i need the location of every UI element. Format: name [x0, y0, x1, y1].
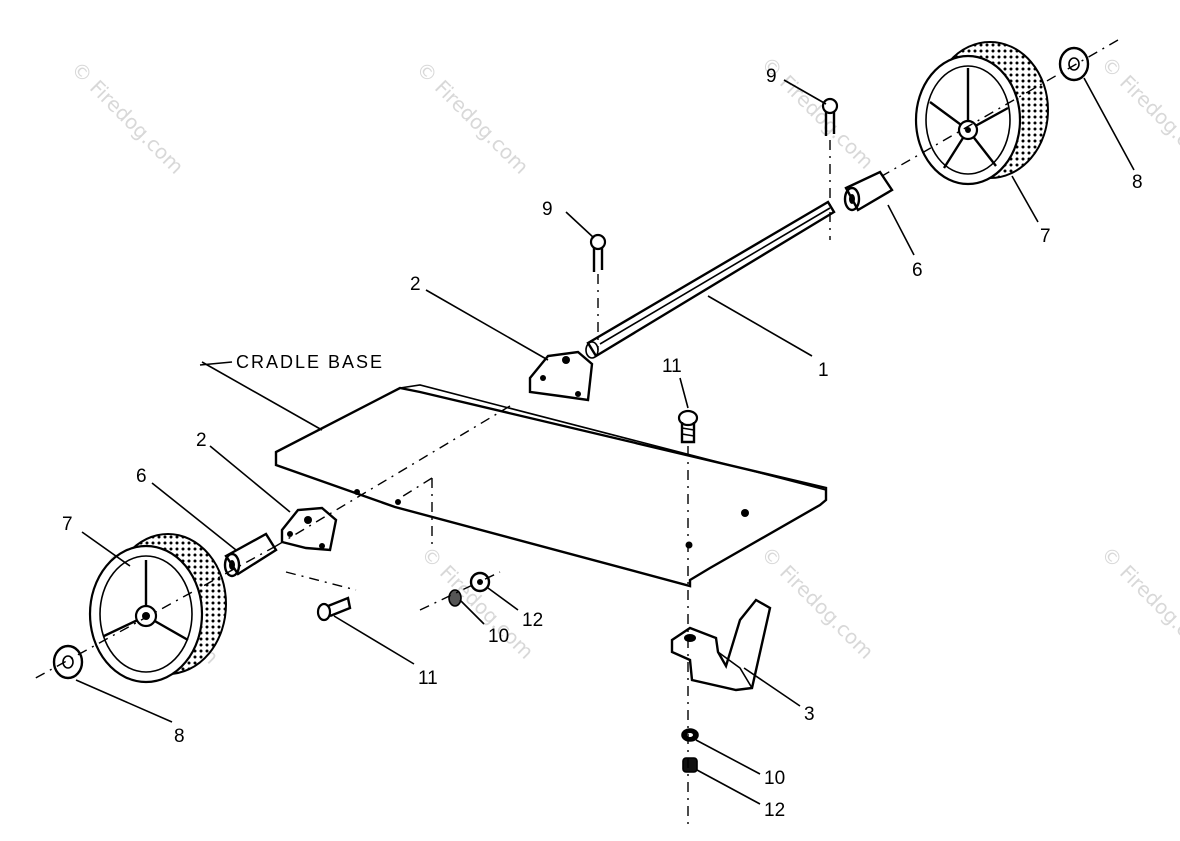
lock-washer-middle	[448, 589, 462, 607]
callout-2-lower: 2	[196, 430, 207, 451]
callout-2-upper: 2	[410, 274, 421, 295]
mount-bracket	[670, 598, 772, 692]
spacer-tube-upper	[843, 170, 894, 212]
nut-middle	[469, 571, 491, 593]
axle-rod	[585, 200, 836, 359]
callout-6-lower: 6	[136, 466, 147, 487]
callout-8-lower: 8	[174, 726, 185, 747]
callout-8-upper: 8	[1132, 172, 1143, 193]
callout-6-upper: 6	[912, 260, 923, 281]
washer-lower	[52, 644, 84, 680]
washer-upper	[1058, 46, 1090, 82]
callout-11-lower: 11	[418, 668, 438, 689]
cotter-pin-upper	[821, 97, 839, 136]
watermark-8: © Firedog.com	[1096, 542, 1180, 664]
callout-11-upper: 11	[662, 356, 682, 377]
callout-7-upper: 7	[1040, 226, 1051, 247]
callout-10-middle: 10	[488, 626, 509, 647]
bolt-lower	[316, 596, 352, 622]
nut-bottom	[682, 757, 698, 773]
wheel-upper	[914, 41, 1049, 186]
watermark-7: © Firedog.com	[756, 542, 878, 664]
leader-lines	[75, 77, 1135, 805]
watermark-2: © Firedog.com	[411, 57, 533, 179]
callout-12-middle: 12	[522, 610, 543, 631]
callout-10-bottom: 10	[764, 768, 785, 789]
axle-bracket-lower	[280, 506, 338, 552]
callout-1: 1	[818, 360, 829, 381]
assembly-center-lines	[31, 39, 1119, 830]
callout-3: 3	[804, 704, 815, 725]
cradle-base-plate	[274, 384, 828, 588]
cradle-base-title: CRADLE BASE	[236, 352, 384, 372]
callout-9-upper: 9	[766, 66, 777, 87]
axle-bracket-upper	[528, 350, 594, 402]
spacer-tube-lower	[223, 532, 278, 578]
bolt-upper	[677, 409, 699, 444]
cotter-pin-middle	[589, 233, 607, 272]
watermark-4: © Firedog.com	[1096, 52, 1180, 174]
callout-12-bottom: 12	[764, 800, 785, 821]
callout-7-lower: 7	[62, 514, 73, 535]
lock-washer-bottom	[681, 728, 699, 742]
wheel-lower	[88, 533, 227, 684]
callout-9-middle: 9	[542, 199, 553, 220]
watermark-1: © Firedog.com	[66, 57, 188, 179]
